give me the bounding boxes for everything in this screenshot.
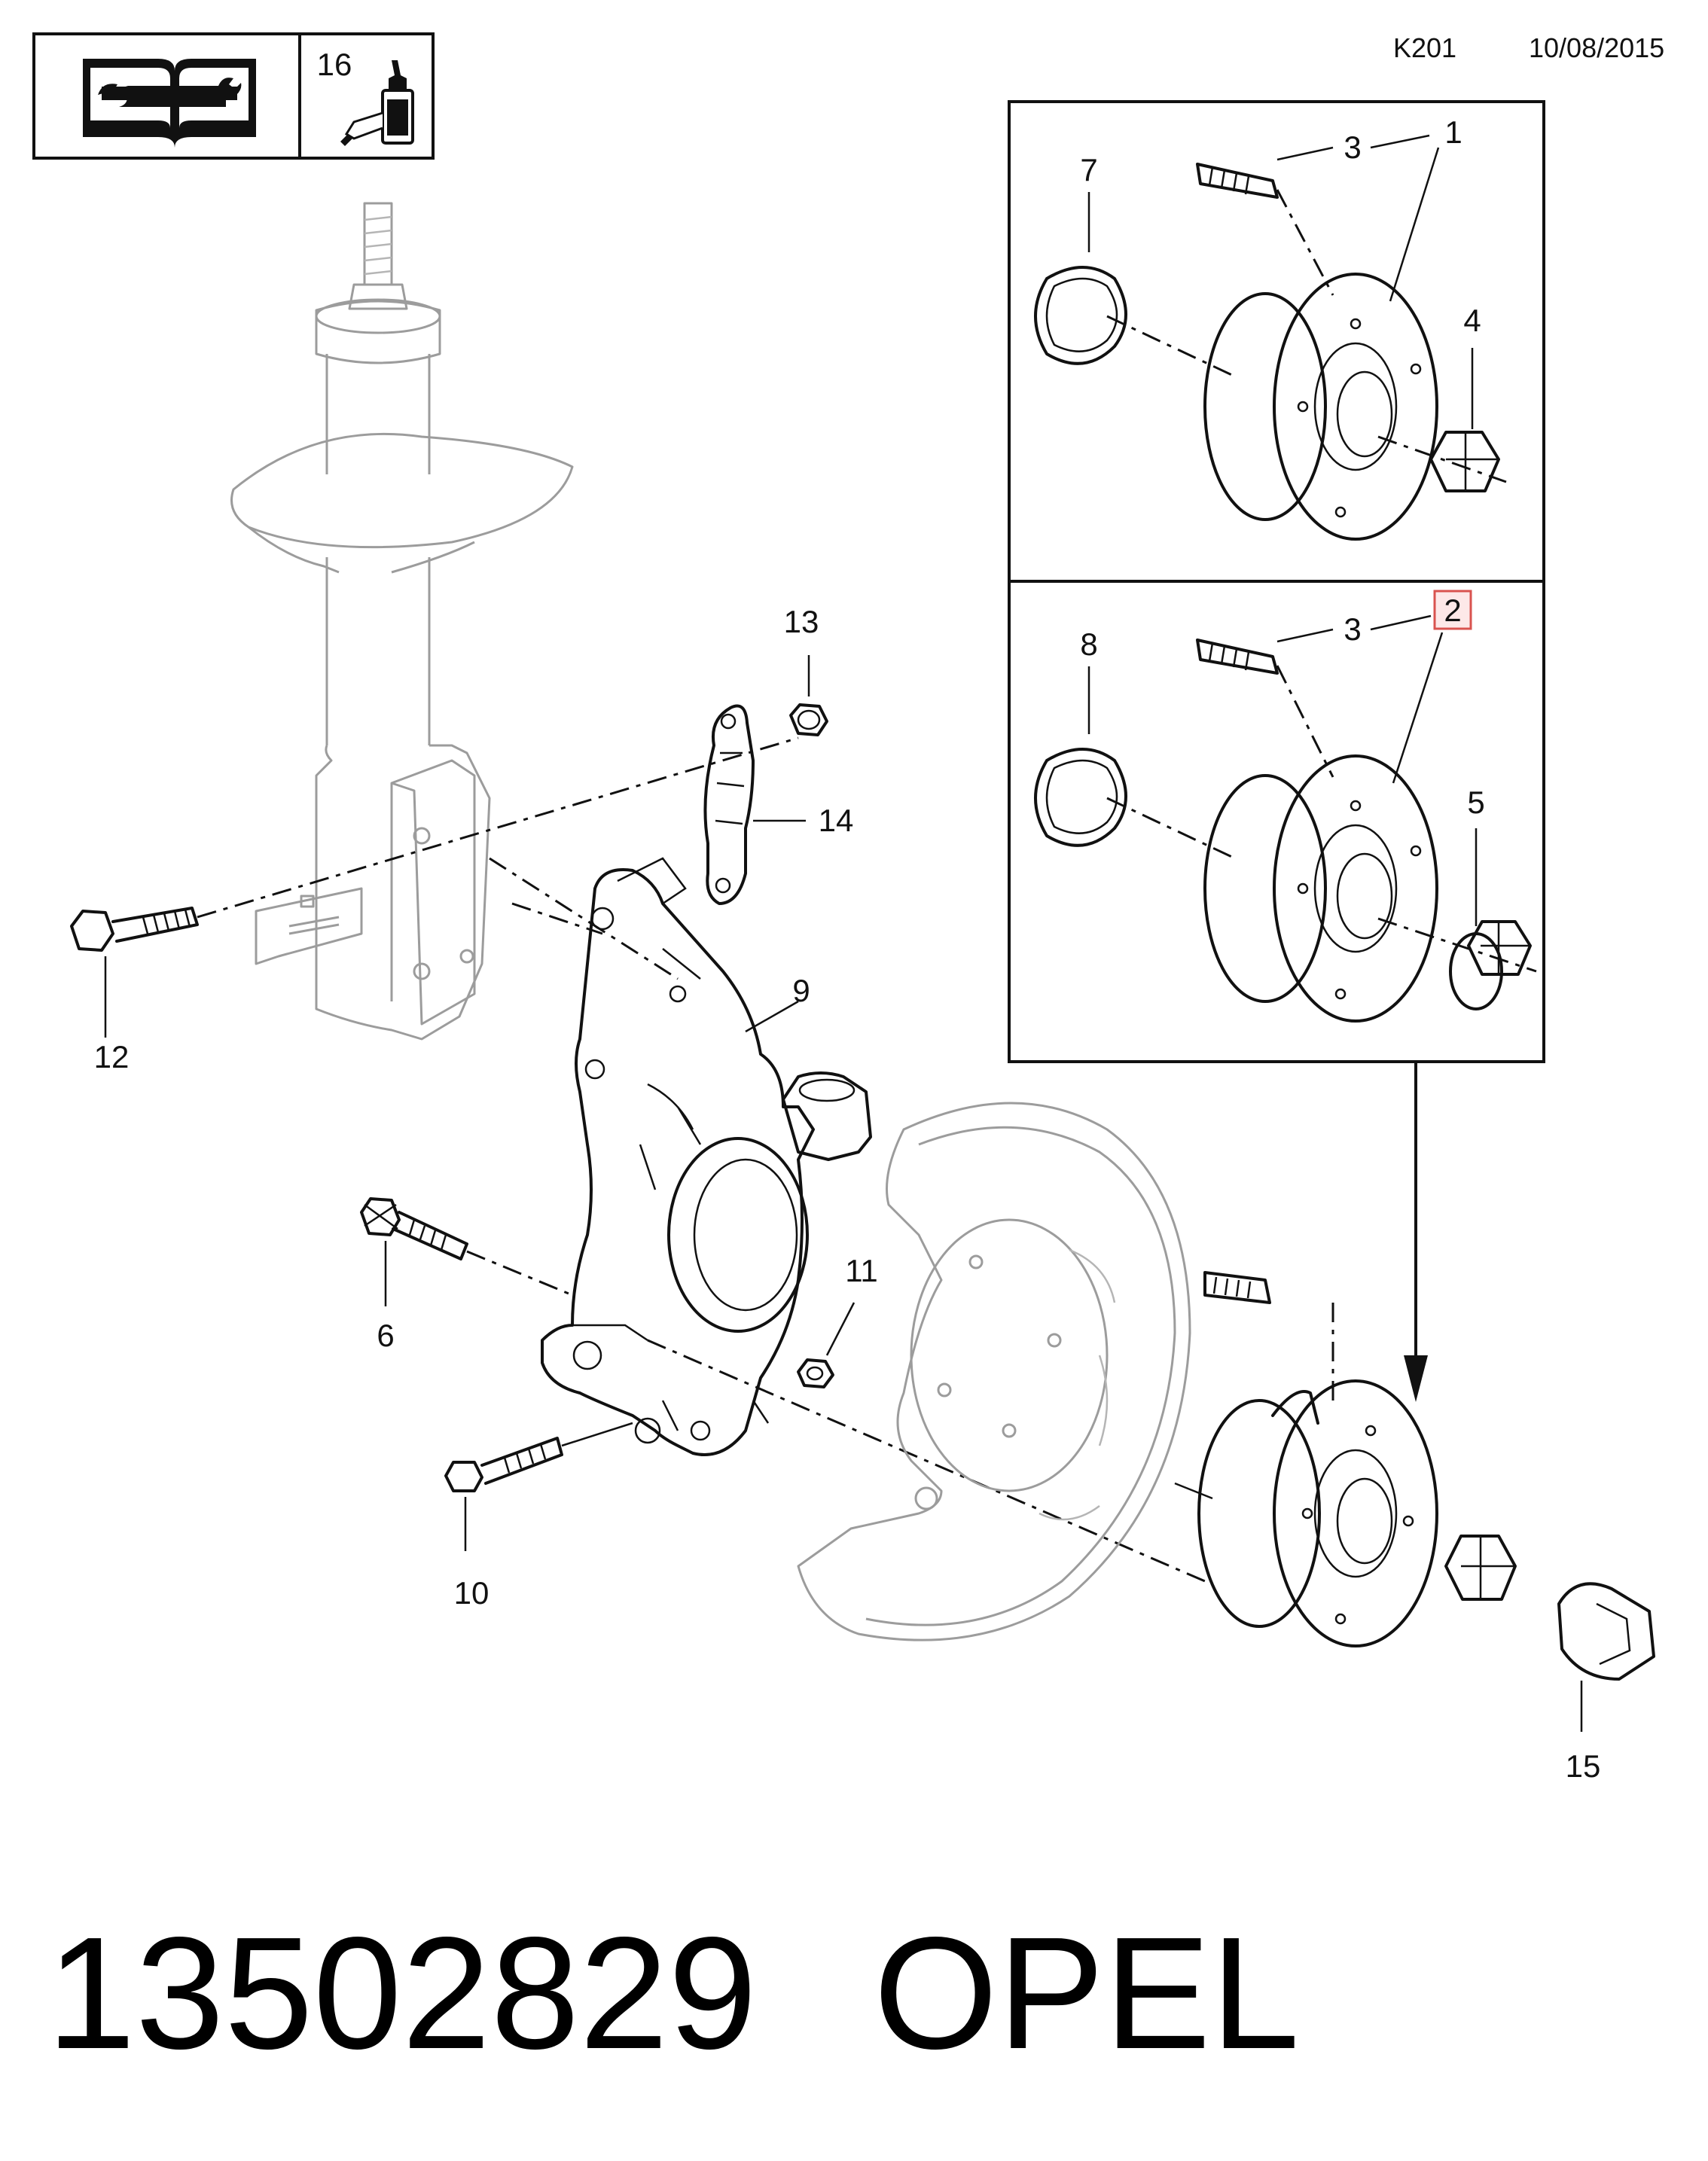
hub-nut xyxy=(1444,1535,1517,1601)
detail-box xyxy=(1008,100,1545,1063)
diagram-date: 10/08/2015 xyxy=(1529,32,1664,63)
callout-3a: 3 xyxy=(1344,130,1361,165)
axis-line-v1-nut xyxy=(1377,435,1507,483)
callout-6: 6 xyxy=(377,1318,394,1353)
leader-1b xyxy=(1389,147,1440,302)
axis-line-12 xyxy=(197,736,799,919)
bolt-10 xyxy=(444,1437,563,1492)
tool-number-label: 16 xyxy=(317,47,352,82)
callout-12: 12 xyxy=(94,1039,130,1074)
washer-11 xyxy=(797,1358,834,1388)
strut-assembly xyxy=(230,202,574,1041)
brake-dust-shield xyxy=(797,1102,1191,1641)
hub-variant-1 xyxy=(1034,163,1500,541)
callout-1: 1 xyxy=(1444,114,1462,150)
axis-line-v1-ring xyxy=(1106,315,1236,378)
steering-knuckle-9 xyxy=(541,857,872,1456)
axis-line-hub xyxy=(647,1339,1206,1583)
leader-1 xyxy=(1370,134,1430,149)
callout-10: 10 xyxy=(454,1575,490,1611)
leader-2 xyxy=(1370,614,1432,631)
callout-3b: 3 xyxy=(1344,611,1361,647)
axis-line-v2-nut xyxy=(1377,917,1537,973)
threadlocker-bottle-icon xyxy=(340,60,414,146)
part-number: 13502829 xyxy=(47,1903,757,2082)
strut-bolt-12 xyxy=(70,907,199,952)
callout-13: 13 xyxy=(784,604,819,639)
leader-11 xyxy=(825,1302,856,1356)
leader-3b xyxy=(1276,628,1334,643)
axis-line-10 xyxy=(561,1422,633,1447)
nut-13 xyxy=(789,703,828,736)
callout-14: 14 xyxy=(819,803,854,838)
callout-9: 9 xyxy=(792,973,810,1008)
hub-bearing-main xyxy=(1174,1271,1438,1647)
repair-manual-wrench-icon xyxy=(83,59,256,148)
wheel-bolt-cap-15 xyxy=(1557,1582,1655,1681)
diagram-code: K201 xyxy=(1393,32,1456,63)
callout-2: 2 xyxy=(1444,593,1461,628)
detail-pointer-arrow xyxy=(1404,1062,1428,1402)
bracket-14 xyxy=(703,704,755,905)
brand-name: OPEL xyxy=(874,1903,1300,2082)
callout-15: 15 xyxy=(1566,1748,1601,1784)
callout-5: 5 xyxy=(1467,785,1484,820)
leader-2b xyxy=(1392,632,1444,784)
bolt-6 xyxy=(360,1197,468,1260)
callout-7: 7 xyxy=(1080,152,1097,187)
callout-11: 11 xyxy=(845,1253,878,1288)
leader-9 xyxy=(745,1000,799,1033)
axis-line-v2-ring xyxy=(1106,797,1236,860)
leader-3a xyxy=(1276,146,1334,161)
callout-2-highlight xyxy=(1433,590,1472,630)
axis-line-14 xyxy=(489,857,679,980)
hub-variant-2 xyxy=(1034,639,1532,1023)
axis-line-6 xyxy=(466,1250,573,1297)
callout-4: 4 xyxy=(1463,303,1481,338)
header-icon-box: 16 xyxy=(32,32,435,160)
callout-8: 8 xyxy=(1080,626,1097,662)
